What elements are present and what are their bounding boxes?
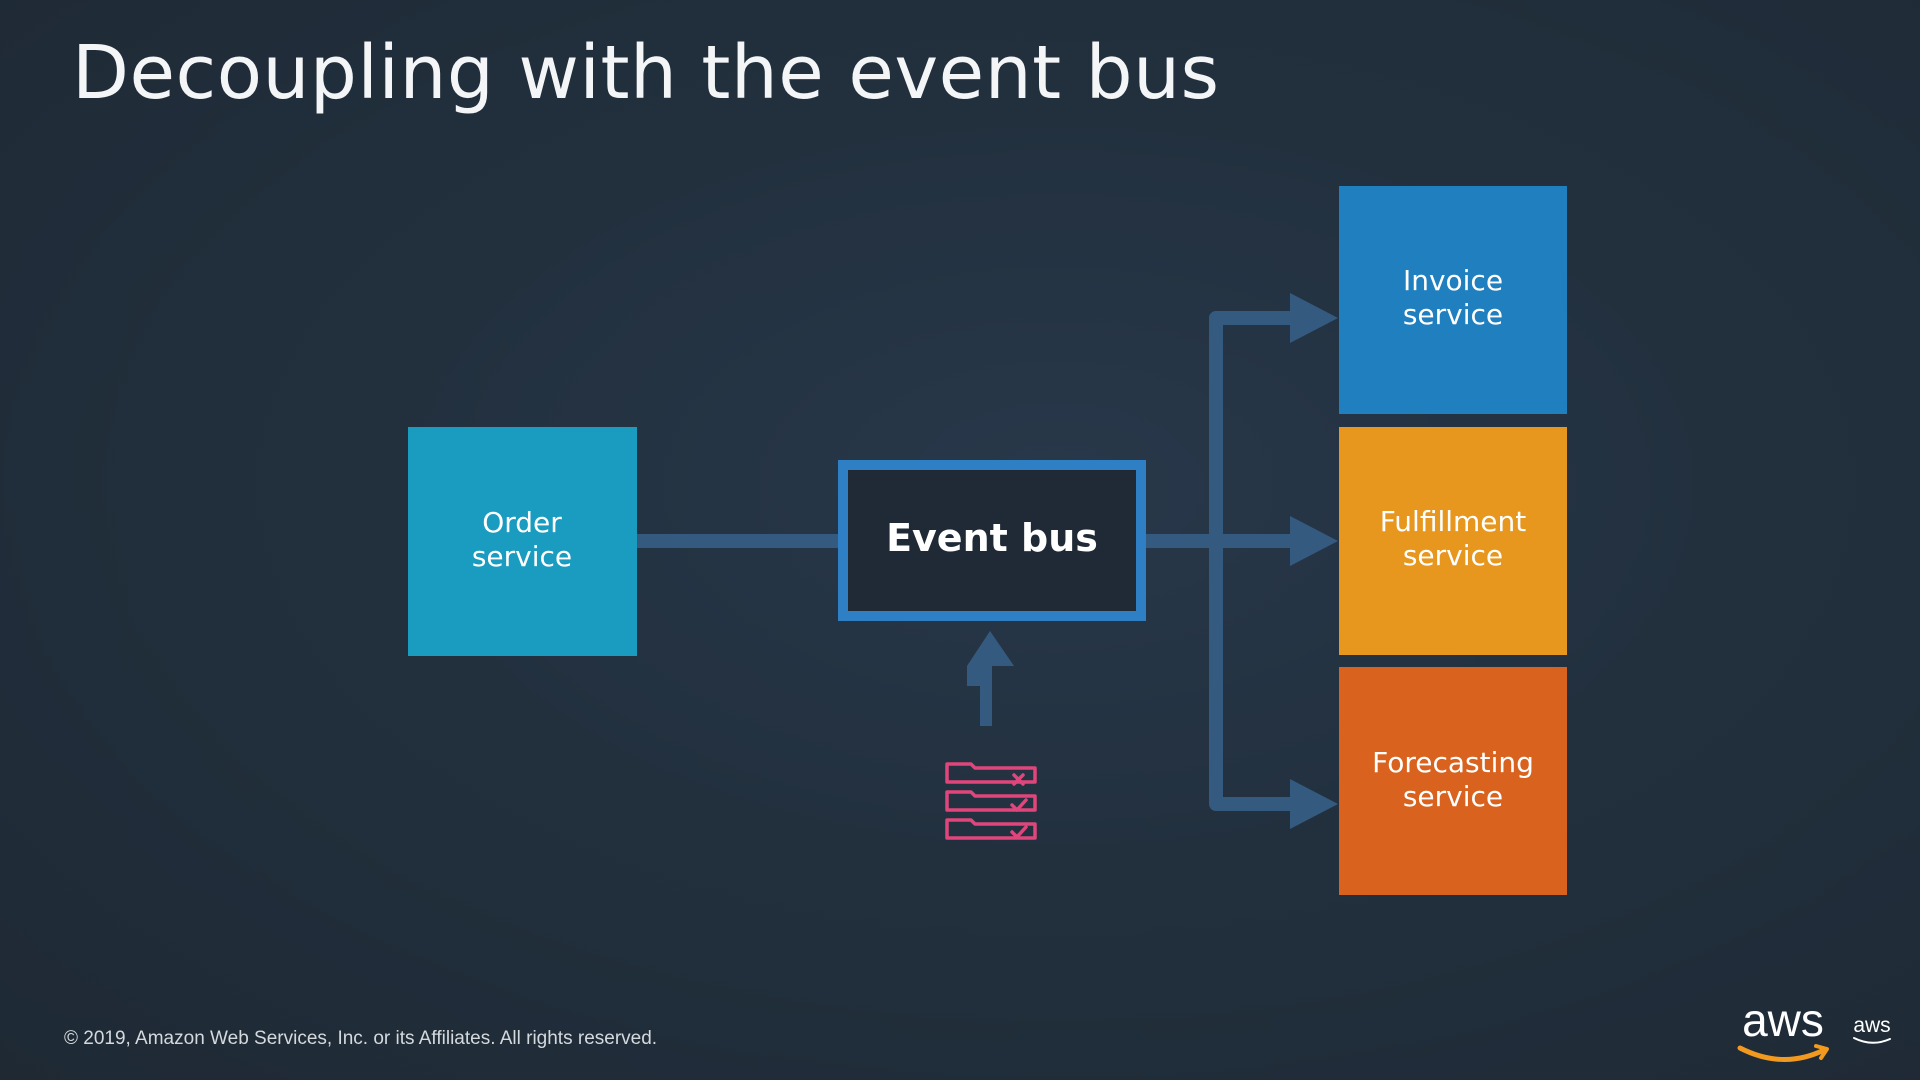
order-service-box: Order service — [408, 427, 637, 656]
router-trunk — [1209, 311, 1298, 811]
forecasting-service-box: Forecasting service — [1339, 667, 1567, 895]
copyright-footer: © 2019, Amazon Web Services, Inc. or its… — [64, 1028, 658, 1049]
arrow-to-forecasting — [1290, 779, 1338, 829]
event-bus-label: Event bus — [886, 516, 1098, 560]
fulfillment-service-label-line2: service — [1403, 539, 1503, 572]
invoice-service-label-line2: service — [1403, 298, 1503, 331]
forecasting-service-label-line1: Forecasting — [1372, 746, 1534, 779]
event-rules-icon — [945, 762, 1037, 840]
connector-arrowheads — [967, 293, 1338, 829]
invoice-service-label-line1: Invoice — [1403, 264, 1503, 297]
aws-logo-text: aws — [1742, 994, 1824, 1046]
connectors — [636, 311, 1298, 811]
aws-logo: aws — [1737, 994, 1829, 1062]
fulfillment-service-label-line1: Fulfillment — [1380, 505, 1527, 538]
forecasting-service-label-line2: service — [1403, 780, 1503, 813]
arrow-to-invoice — [1290, 293, 1338, 343]
arrow-up-to-bus — [967, 631, 1014, 726]
invoice-service-box: Invoice service — [1339, 186, 1567, 414]
event-bus-box: Event bus — [838, 460, 1146, 621]
aws-watermark-logo: aws — [1853, 1014, 1891, 1044]
order-service-label-line1: Order — [482, 506, 562, 539]
arrow-to-fulfillment — [1290, 516, 1338, 566]
aws-watermark-text: aws — [1853, 1014, 1890, 1037]
slide-title: Decoupling with the event bus — [72, 30, 1220, 116]
fulfillment-service-box: Fulfillment service — [1339, 427, 1567, 655]
order-service-label-line2: service — [472, 540, 572, 573]
